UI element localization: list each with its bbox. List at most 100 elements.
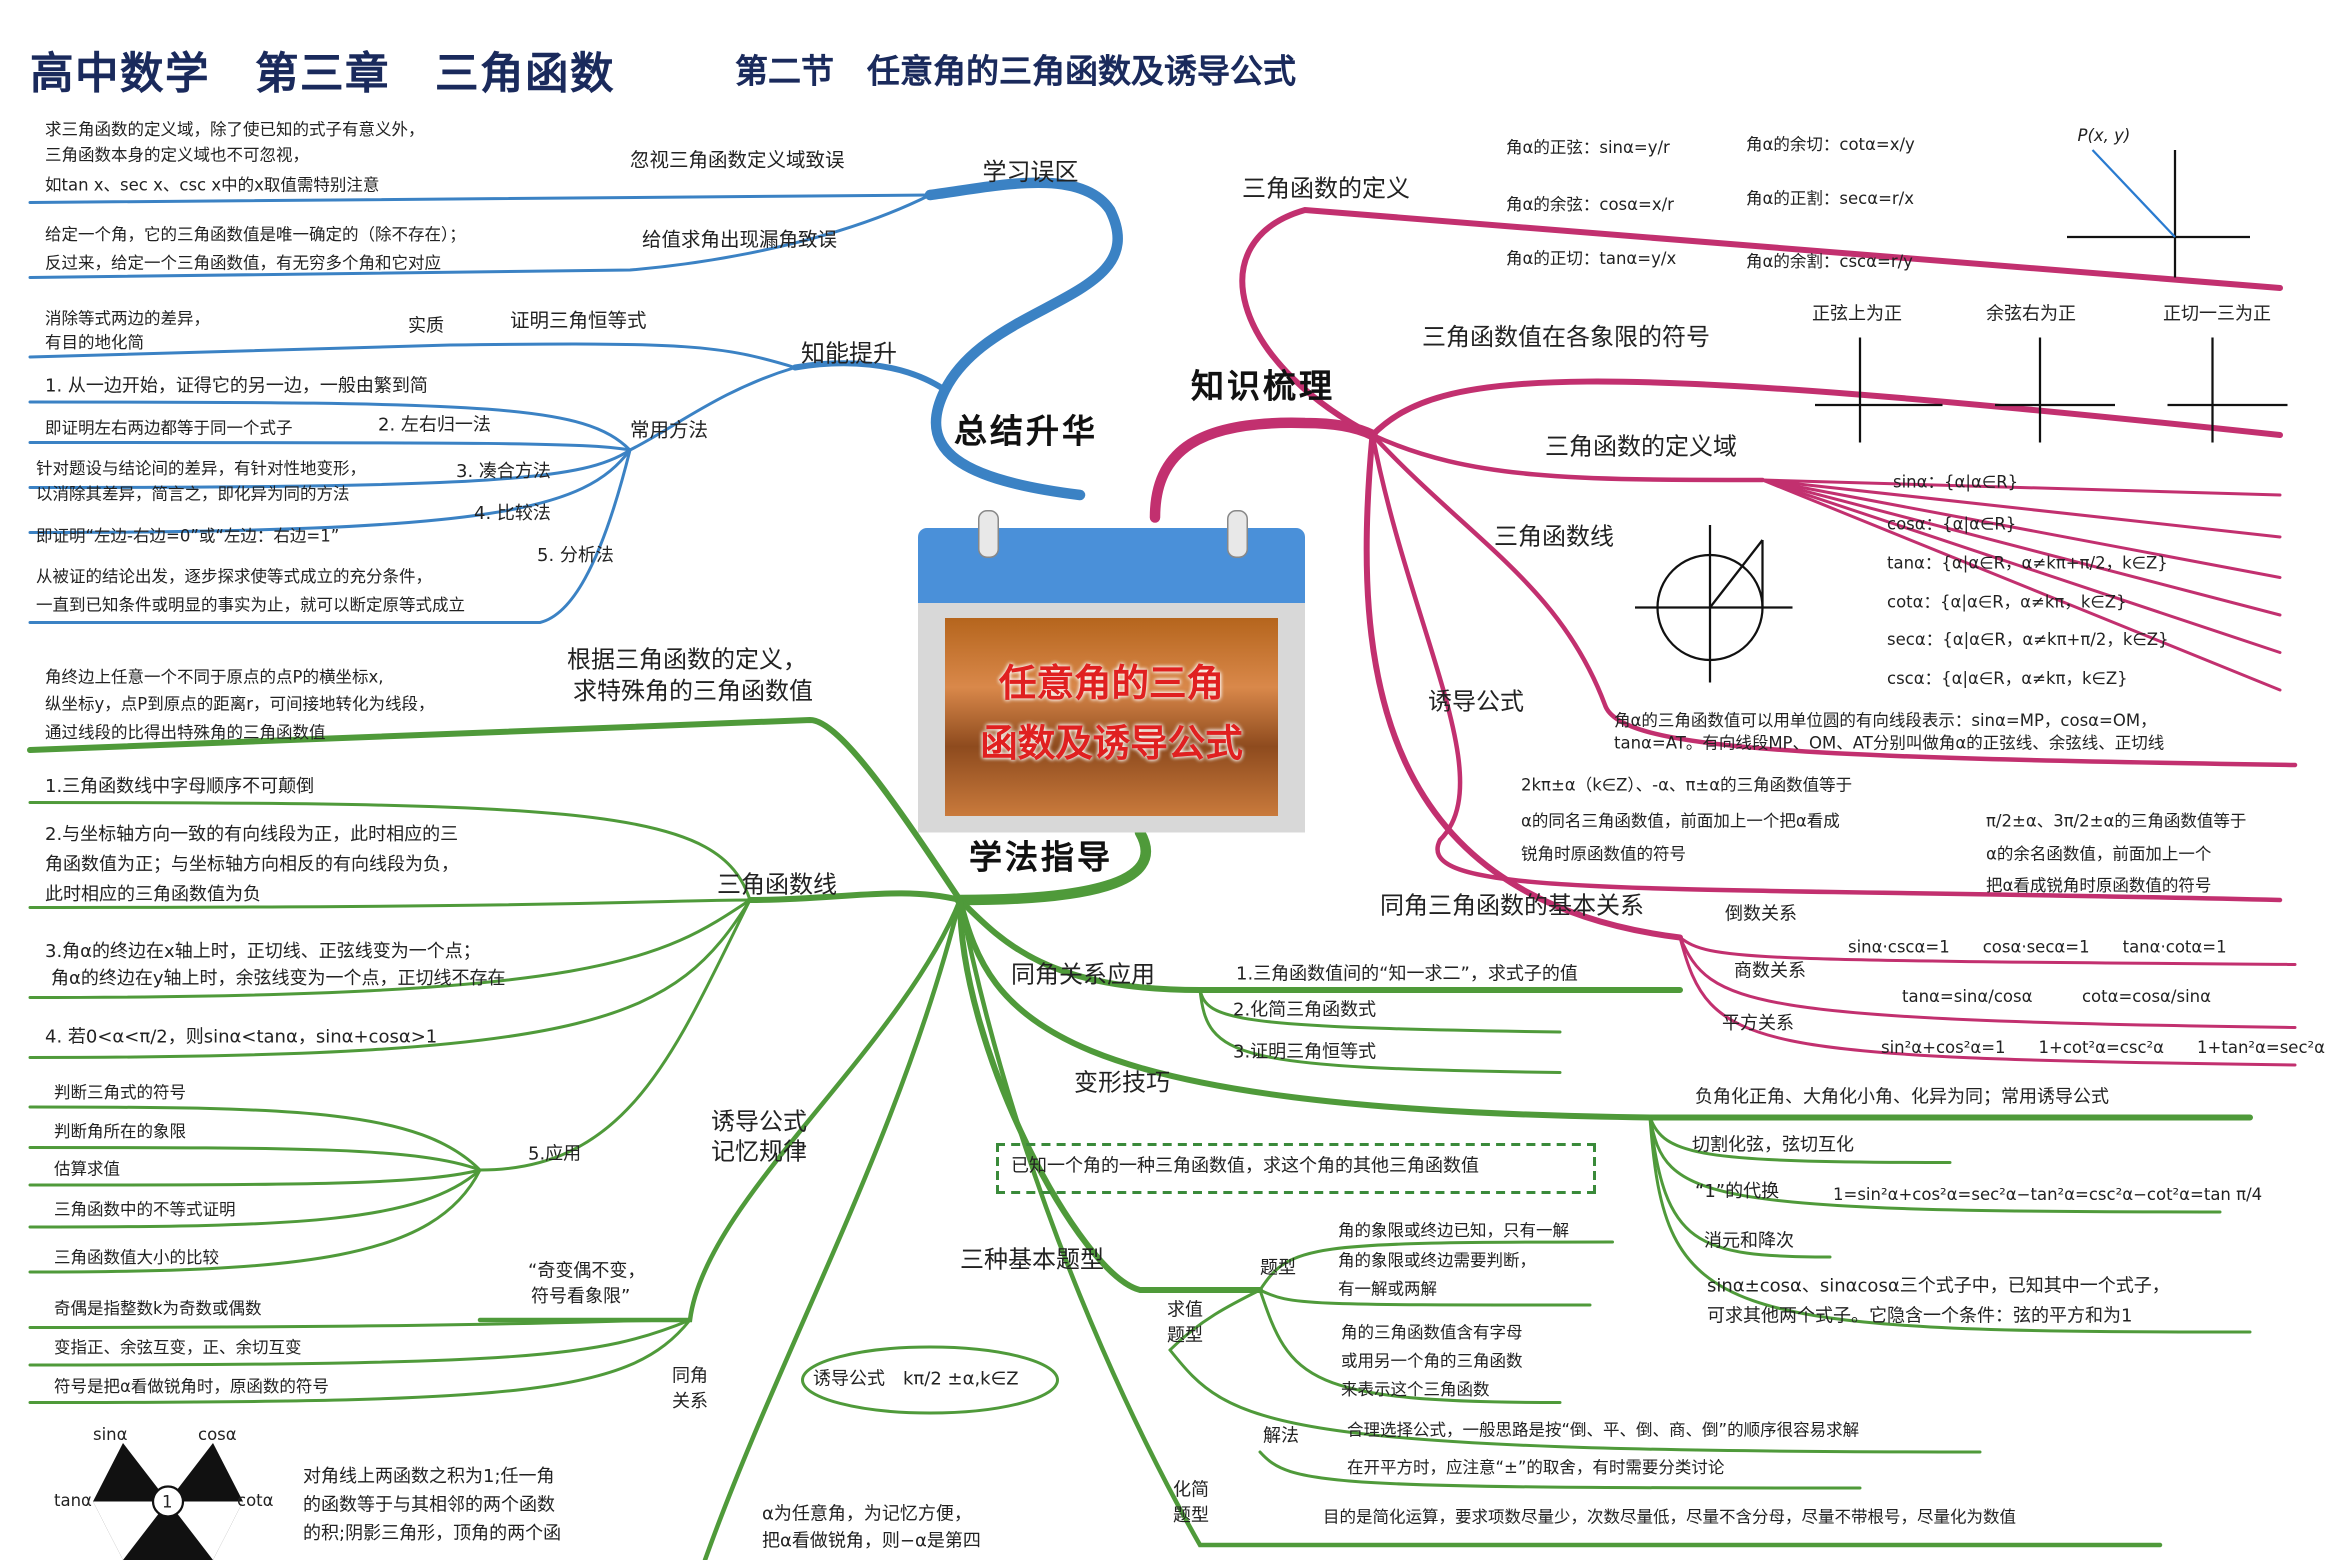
application-title: 5.应用 (528, 1143, 581, 1165)
rhyme: “奇变偶不变， (528, 1260, 645, 1282)
rel-sq: 平方关系 (1722, 1013, 1794, 1035)
app-item: 估算求值 (54, 1160, 120, 1180)
simplify-text: 目的是简化运算，要求项数尽量少，次数尽量低，尽量不含分母，尽量不带根号，尽量化为… (1323, 1508, 2016, 1528)
method-4: 4. 比较法 (474, 503, 551, 525)
app-item: 三角函数中的不等式证明 (54, 1200, 236, 1220)
line-rule-3: 角α的终边在y轴上时，余弦线变为一个点，正切线不存在 (51, 968, 506, 990)
ind-text: α的余名函数值，前面加上一个 (1986, 845, 2211, 865)
method-3-text: 针对题设与结论间的差异，有针对性地变形， (36, 459, 366, 479)
acute-text: 把α看做锐角，则−α是第四 (762, 1530, 981, 1552)
line-rule-2: 2.与坐标轴方向一致的有向线段为正，此时相应的三 (45, 824, 458, 846)
app-item: 三角函数值大小的比较 (54, 1248, 219, 1268)
err1-text: 如tan x、sec x、csc x中的x取值需特别注意 (45, 176, 379, 196)
q-item: 来表示这个三角函数 (1341, 1380, 1490, 1400)
simplify-title: 题型 (1173, 1505, 1209, 1527)
induction-formula: 诱导公式 kπ/2 ±α,k∈Z (813, 1368, 1019, 1390)
trans-item: “1”的代换 (1695, 1181, 1779, 1203)
sign-tan: 正切一三为正 (2163, 303, 2271, 325)
center-node: 任意角的三角 函数及诱导公式 (918, 510, 1305, 833)
method-line-title: 三角函数线 (717, 870, 837, 899)
method-2-text: 即证明左右两边都等于同一个式子 (45, 419, 293, 439)
hex-text: 的函数等于与其相邻的两个函数 (303, 1494, 555, 1516)
same-relation: 同角 (672, 1365, 708, 1387)
domain-sec: secα：{α|α∈R，α≠kπ+π/2，k∈Z} (1887, 630, 2169, 650)
special-text: 纵坐标y，点P到原点的距离r，可间接地转化为线段， (45, 695, 435, 715)
line-rule-3: 3.角α的终边在x轴上时，正切线、正弦线变为一个点； (45, 941, 481, 963)
calendar-ring-icon (978, 510, 999, 558)
branch-method: 学法指导 (969, 840, 1113, 880)
method-3-text: 以消除其差异，简言之，即化异为同的方法 (36, 485, 350, 505)
err1-text: 三角函数本身的定义域也不可忽视， (45, 146, 309, 166)
trans-formula: 1=sin²α+cos²α=sec²α−tan²α=csc²α−cot²α=ta… (1833, 1185, 2262, 1205)
domain-sin: sinα：{α|α∈R} (1893, 473, 2018, 493)
err2-text: 给定一个角，它的三角函数值是唯一确定的（除不存在）； (45, 225, 466, 245)
basic-title: 三种基本题型 (960, 1245, 1104, 1274)
err1-label: 忽视三角函数定义域致误 (630, 150, 845, 173)
sign-sin: 正弦上为正 (1812, 303, 1902, 325)
rhyme-rule: 变指正、余弦互变，正、余切互变 (54, 1338, 302, 1358)
induction-title: 诱导公式 (1428, 687, 1524, 716)
same-item: 1.三角函数值间的“知一求二”，求式子的值 (1236, 963, 1578, 985)
special-title: 求特殊角的三角函数值 (573, 677, 813, 706)
methods-label: 常用方法 (630, 420, 708, 443)
method-1: 1. 从一边开始，证得它的另一边，一般由繁到简 (45, 375, 428, 397)
special-text: 通过线段的比得出特殊角的三角函数值 (45, 723, 326, 743)
special-text: 角终边上任意一个不同于原点的点P的横坐标x, (45, 668, 383, 688)
sign-title: 三角函数值在各象限的符号 (1422, 323, 1710, 352)
essence-text: 有目的地化简 (45, 333, 144, 353)
relation-title: 同角三角函数的基本关系 (1380, 891, 1644, 920)
err2-text: 反过来，给定一个三角函数值，有无穷多个角和它对应 (45, 254, 441, 274)
calendar-ring-icon (1227, 510, 1248, 558)
trans-title: 变形技巧 (1074, 1068, 1170, 1097)
same-item: 3.证明三角恒等式 (1233, 1041, 1376, 1063)
domain-cot: cotα：{α|α∈R，α≠kπ，k∈Z} (1887, 593, 2127, 613)
def-title: 三角函数的定义 (1242, 174, 1410, 203)
q-item: 角的三角函数值含有字母 (1341, 1323, 1523, 1343)
hex-cot: cotα (237, 1491, 274, 1511)
sign-cos: 余弦右为正 (1986, 303, 2076, 325)
essence-text: 消除等式两边的差异， (45, 309, 210, 329)
trans-item: sinα±cosα、sinαcosα三个式子中，已知其中一个式子， (1707, 1275, 2170, 1297)
section-title: 第二节 任意角的三角函数及诱导公式 (735, 54, 1296, 94)
find-title: 求值 (1167, 1299, 1203, 1321)
rhyme-rule: 奇偶是指整数k为奇数或偶数 (54, 1299, 262, 1319)
dashed-text: 已知一个角的一种三角函数值，求这个角的其他三角函数值 (1011, 1155, 1479, 1177)
tan-def: 角α的正切：tanα=y/x (1506, 249, 1676, 269)
cot-def: 角α的余切：cotα=x/y (1746, 135, 1915, 155)
domain-tan: tanα：{α|α∈R，α≠kπ+π/2，k∈Z} (1887, 554, 2168, 574)
solution-item: 合理选择公式，一般思路是按“倒、平、倒、商、倒”的顺序很容易求解 (1347, 1421, 1859, 1441)
rel-sq-formula: sin²α+cos²α=1 1+cot²α=csc²α 1+tan²α=sec²… (1881, 1038, 2325, 1058)
simplify-title: 化简 (1173, 1479, 1209, 1501)
question-type: 题型 (1260, 1257, 1296, 1279)
sec-def: 角α的正割：secα=r/x (1746, 189, 1914, 209)
same-item: 2.化简三角函数式 (1233, 999, 1376, 1021)
domain-title: 三角函数的定义域 (1545, 432, 1737, 461)
rel-quot-formula: tanα=sinα/cosα cotα=cosα/sinα (1902, 987, 2211, 1007)
method-5-text: 从被证的结论出发，逐步探求使等式成立的充分条件， (36, 567, 432, 587)
method-3: 3. 凑合方法 (456, 461, 551, 483)
center-title-line2: 函数及诱导公式 (945, 714, 1278, 768)
method-5-text: 一直到已知条件或明显的事实为止，就可以断定原等式成立 (36, 596, 465, 616)
rel-recip: 倒数关系 (1725, 903, 1797, 925)
domain-cos: cosα：{α|α∈R} (1887, 515, 2016, 535)
q-item: 角的象限或终边需要判断， (1338, 1251, 1536, 1271)
hex-sin: sinα (93, 1425, 128, 1445)
rhyme: 符号看象限” (531, 1286, 630, 1308)
rel-quot: 商数关系 (1734, 960, 1806, 982)
q-item: 有一解或两解 (1338, 1280, 1437, 1300)
line-rule-1: 1.三角函数线中字母顺序不可颠倒 (45, 776, 314, 798)
hex-center: 1 (162, 1493, 173, 1513)
ind-text: 把α看成锐角时原函数值的符号 (1986, 876, 2211, 896)
hex-cos: cosα (198, 1425, 237, 1445)
line-text: tanα=AT。有向线段MP、OM、AT分别叫做角α的正弦线、余弦线、正切线 (1614, 734, 2164, 754)
domain-csc: cscα：{α|α∈R，α≠kπ，k∈Z} (1887, 669, 2128, 689)
hex-tan: tanα (54, 1491, 92, 1511)
ind-text: 2kπ±α（k∈Z）、-α、π±α的三角函数值等于 (1521, 776, 1852, 796)
find-title: 题型 (1167, 1325, 1203, 1347)
ind-text: 锐角时原函数值的符号 (1521, 845, 1686, 865)
method-5: 5. 分析法 (537, 545, 614, 567)
branch-knowledge: 知识梳理 (1191, 369, 1335, 409)
line-text: 角α的三角函数值可以用单位圆的有向线段表示：sinα=MP，cosα=OM， (1614, 711, 2157, 731)
solution-title: 解法 (1263, 1425, 1299, 1447)
